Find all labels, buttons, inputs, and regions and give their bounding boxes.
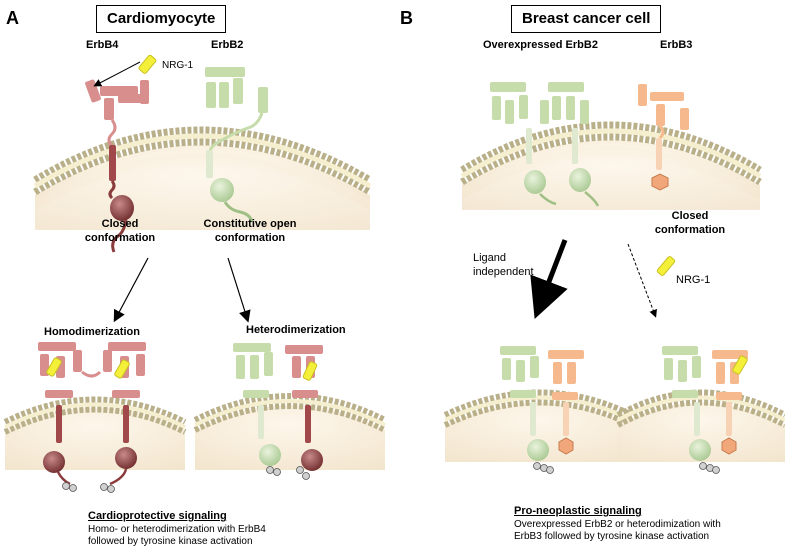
erbb3-label: ErbB3	[660, 39, 693, 51]
erbb2-label: ErbB2	[211, 39, 244, 51]
ligand-binding-arrow	[93, 61, 141, 87]
erbb2-erbb4-heterodimer	[233, 343, 323, 480]
erbb4-label: ErbB4	[86, 39, 119, 51]
membrane-bottom-right-2	[616, 389, 785, 462]
erbb3-receptor-closed	[638, 84, 689, 191]
heterodimerization-label: Heterodimerization	[246, 324, 346, 336]
erbb2-receptor-open	[205, 67, 268, 223]
ligand-independent-2: independent	[473, 266, 534, 278]
homodimerization-label: Homodimerization	[44, 326, 140, 338]
overexpressed-erbb2-label: Overexpressed ErbB2	[483, 39, 598, 51]
nrg1-dependent-arrow	[627, 243, 657, 318]
panel-a-letter: A	[6, 8, 19, 28]
nrg1-ligand-b	[656, 256, 676, 276]
panel-a-title: Cardiomyocyte	[96, 5, 227, 33]
membrane-bottom-right-1	[443, 389, 634, 462]
open-label-1: Constitutive open	[203, 218, 297, 230]
arrow-to-homodimer	[113, 257, 149, 323]
nrg1-label-b: NRG-1	[676, 274, 711, 286]
ligand-independent-1: Ligand	[473, 252, 507, 264]
ligand-independent-arrow	[530, 239, 568, 320]
cardioprotective-line2: followed by tyrosine kinase activation	[88, 536, 253, 547]
panel-b-letter: B	[400, 8, 413, 28]
closed-label-a-2: conformation	[84, 232, 156, 244]
erbb4-receptor-closed	[85, 79, 149, 253]
membrane-homodimer	[3, 396, 187, 470]
cardioprotective-line1: Homo- or heterodimerization with ErbB4	[88, 524, 266, 535]
open-label-2: conformation	[214, 232, 286, 244]
erbb2-erbb3-dimer-2	[662, 346, 748, 474]
closed-label-a-1: Closed	[101, 218, 139, 230]
membrane-top-left	[33, 126, 372, 230]
erbb2-erbb3-dimer-1	[500, 346, 584, 474]
closed-label-b-2: conformation	[654, 224, 726, 236]
erbb4-homodimer	[38, 342, 146, 493]
panel-b-title: Breast cancer cell	[511, 5, 662, 33]
membrane-top-right	[460, 121, 762, 210]
pro-neoplastic-line1: Overexpressed ErbB2 or heterodimization …	[514, 519, 721, 530]
arrow-to-heterodimer	[227, 257, 251, 323]
nrg1-label-a: NRG-1	[162, 60, 194, 71]
membrane-heterodimer	[193, 393, 387, 470]
pro-neoplastic-line2: ErbB3 followed by tyrosine kinase activa…	[514, 531, 710, 542]
closed-label-b-1: Closed	[671, 210, 709, 222]
pro-neoplastic-title: Pro-neoplastic signaling	[514, 505, 642, 517]
nrg1-ligand-a	[138, 54, 157, 74]
cardioprotective-title: Cardioprotective signaling	[88, 510, 227, 522]
erbb2-overexpressed-pair	[490, 82, 600, 207]
